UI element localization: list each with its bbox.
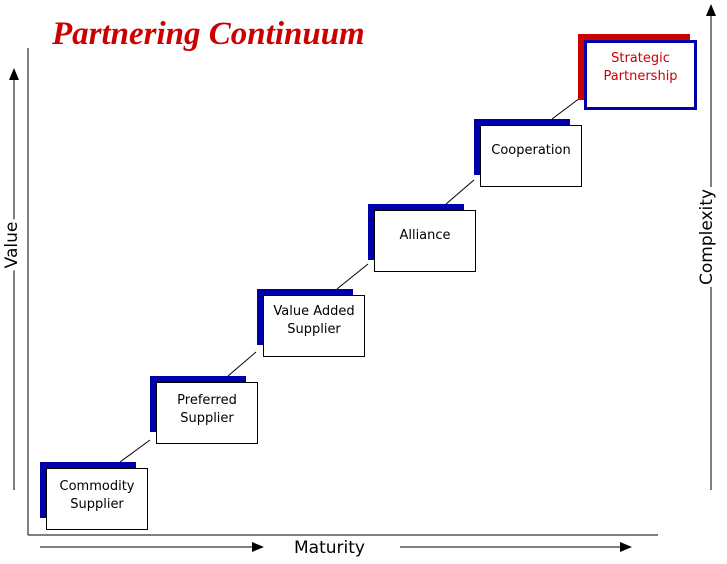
step-label: Strategic Partnership bbox=[584, 40, 697, 110]
step-preferred-supplier: Preferred Supplier bbox=[150, 376, 258, 444]
step-label: Value Added Supplier bbox=[263, 295, 365, 357]
connector-line bbox=[336, 263, 369, 290]
maturity-arrow-right-head bbox=[620, 542, 632, 552]
value-axis-label: Value bbox=[2, 219, 22, 271]
step-strategic-partnership: Strategic Partnership bbox=[578, 34, 697, 110]
step-alliance: Alliance bbox=[368, 204, 476, 272]
step-value-added-supplier: Value Added Supplier bbox=[257, 289, 365, 357]
step-label: Cooperation bbox=[480, 125, 582, 187]
value-arrow-head bbox=[9, 68, 19, 80]
complexity-arrow-head bbox=[706, 4, 716, 16]
connector-line bbox=[551, 97, 581, 120]
maturity-arrow-left-head bbox=[252, 542, 264, 552]
connector-line bbox=[119, 439, 151, 463]
connector-line bbox=[445, 179, 475, 205]
step-label: Commodity Supplier bbox=[46, 468, 148, 530]
step-commodity-supplier: Commodity Supplier bbox=[40, 462, 148, 530]
step-label: Preferred Supplier bbox=[156, 382, 258, 444]
step-cooperation: Cooperation bbox=[474, 119, 582, 187]
diagram-title: Partnering Continuum bbox=[52, 16, 365, 52]
connector-line bbox=[227, 351, 257, 377]
complexity-axis-label: Complexity bbox=[697, 186, 717, 288]
step-label: Alliance bbox=[374, 210, 476, 272]
maturity-axis-label: Maturity bbox=[292, 538, 367, 558]
